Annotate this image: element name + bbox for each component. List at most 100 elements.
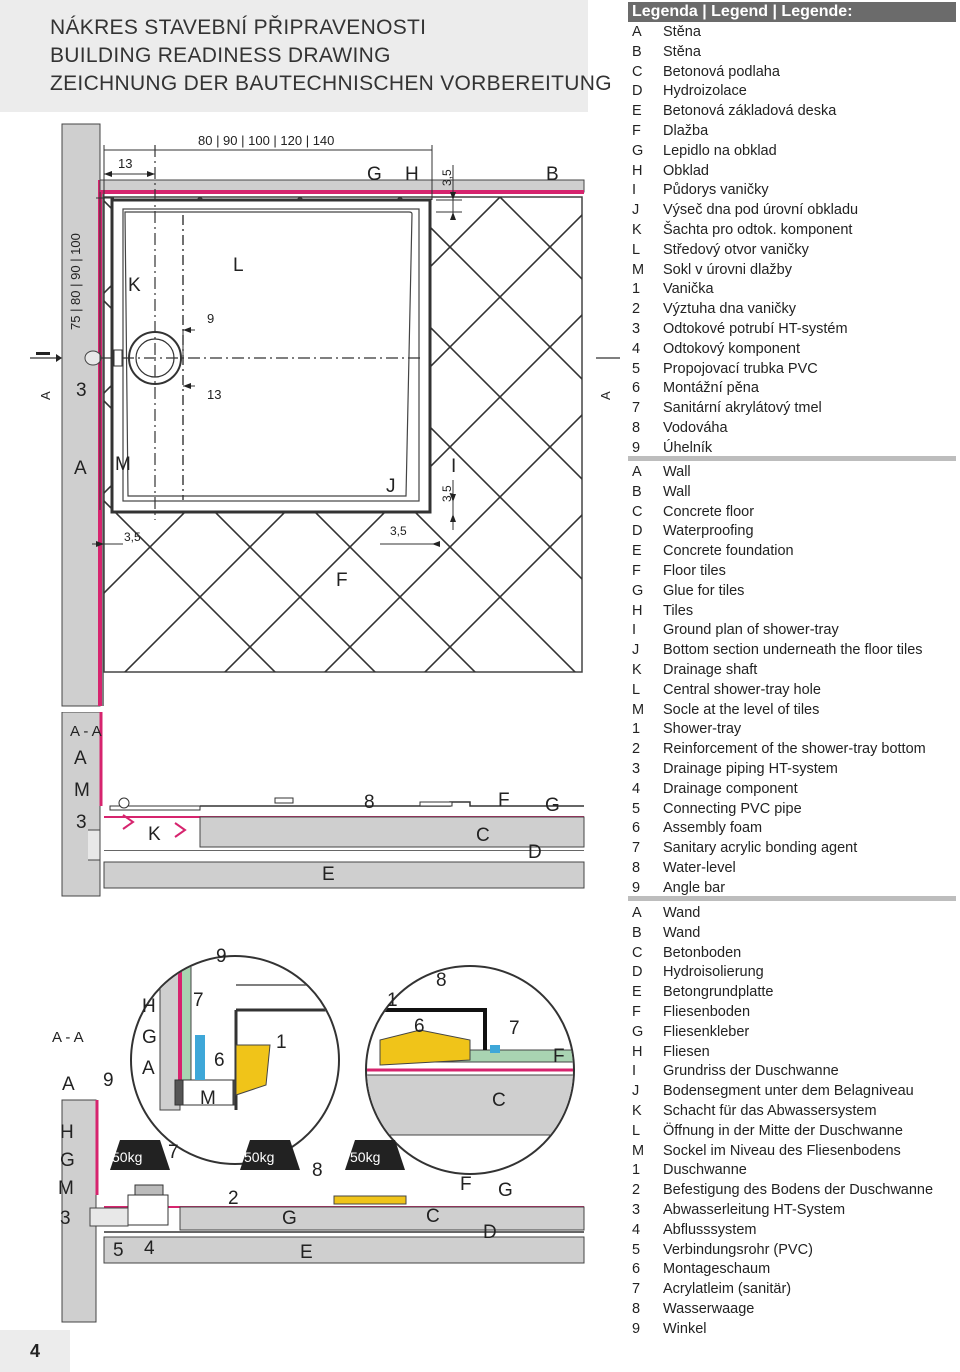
legend-key: L bbox=[632, 241, 641, 258]
legend-key: 6 bbox=[632, 380, 641, 397]
legend-key: J bbox=[632, 202, 640, 219]
legend-key: L bbox=[632, 1122, 641, 1139]
legend-key: D bbox=[632, 83, 643, 100]
section1-wall bbox=[61, 712, 101, 897]
legend-key: 7 bbox=[632, 1281, 641, 1298]
legend-value: Abflusssystem bbox=[663, 1221, 757, 1238]
section1-label-3: 3 bbox=[76, 812, 87, 833]
dim-3-5-d: 3,5 bbox=[390, 524, 407, 538]
legend-key: 2 bbox=[632, 301, 641, 318]
legend-value: Glue for tiles bbox=[663, 582, 745, 599]
section1-label-8: 8 bbox=[364, 792, 375, 813]
detail-label-G: G bbox=[142, 1027, 157, 1048]
legend-value: Montážní pěna bbox=[663, 380, 759, 397]
legend-value: Hydroizolace bbox=[663, 83, 747, 100]
weight-left: 50kg bbox=[112, 1149, 142, 1165]
legend-key: A bbox=[632, 464, 642, 480]
legend-value: Wall bbox=[663, 464, 691, 480]
legend-key: 5 bbox=[632, 800, 641, 817]
legend-key: 6 bbox=[632, 820, 641, 837]
section2-label-D: D bbox=[483, 1222, 497, 1243]
legend-value: Odtokový komponent bbox=[663, 340, 801, 357]
detail2-label-C: C bbox=[492, 1090, 506, 1111]
legend-value: Acrylatleim (sanitär) bbox=[663, 1281, 792, 1298]
section2-label-4: 4 bbox=[144, 1238, 155, 1259]
legend-key: H bbox=[632, 162, 643, 179]
legend-key: D bbox=[632, 523, 643, 540]
section2-label-8-bottom: 8 bbox=[312, 1160, 323, 1181]
plan-label-F: F bbox=[336, 570, 348, 591]
legend-key: G bbox=[632, 142, 644, 159]
detail2-label-F: F bbox=[553, 1046, 565, 1067]
legend-key: 9 bbox=[632, 1320, 641, 1337]
legend-key: 8 bbox=[632, 419, 641, 436]
detail-label-A: A bbox=[142, 1058, 155, 1079]
detail2-label-1: 1 bbox=[387, 990, 398, 1011]
legend-key: A bbox=[632, 905, 642, 921]
legend-value: Öffnung in der Mitte der Duschwanne bbox=[663, 1122, 903, 1139]
legend-key: M bbox=[632, 701, 645, 718]
legend-divider bbox=[628, 456, 956, 461]
legend-key: A bbox=[632, 24, 642, 40]
legend-value: Winkel bbox=[663, 1320, 707, 1337]
legend-key: G bbox=[632, 1023, 644, 1040]
legend-key: H bbox=[632, 1043, 643, 1060]
legend-value: Fliesen bbox=[663, 1043, 710, 1060]
legend-divider bbox=[628, 896, 956, 901]
weight-mid: 50kg bbox=[244, 1149, 274, 1165]
legend-key: 2 bbox=[632, 741, 641, 758]
legend-value: Sanitary acrylic bonding agent bbox=[663, 840, 858, 857]
detail2-label-8: 8 bbox=[436, 970, 447, 991]
legend-value: Verbindungsrohr (PVC) bbox=[663, 1241, 813, 1258]
legend-value: Reinforcement of the shower-tray bottom bbox=[663, 741, 926, 758]
section1-label-F: F bbox=[498, 790, 510, 811]
legend-value: Duschwanne bbox=[663, 1162, 747, 1179]
legend-value: Propojovací trubka PVC bbox=[663, 360, 818, 377]
legend-value: Šachta pro odtok. komponent bbox=[663, 221, 853, 238]
detail-label-6: 6 bbox=[214, 1050, 225, 1071]
legend-value: Befestigung des Bodens der Duschwanne bbox=[663, 1182, 934, 1199]
legend-item: H Fliesen bbox=[632, 1043, 956, 1063]
plan-label-B: B bbox=[546, 164, 559, 185]
section2-label-A: A bbox=[62, 1074, 75, 1095]
legend-item: 5 Verbindungsrohr (PVC) bbox=[632, 1241, 956, 1261]
legend-key: F bbox=[632, 122, 641, 139]
legend-key: 3 bbox=[632, 320, 641, 337]
legend-key: 5 bbox=[632, 1241, 641, 1258]
legend-key: K bbox=[632, 661, 642, 678]
section2-label-F-bottom: F bbox=[460, 1174, 472, 1195]
legend-item: L Öffnung in der Mitte der Duschwanne bbox=[632, 1122, 956, 1142]
legend-value: Stěna bbox=[663, 43, 701, 60]
section-2-drawing: 50kg 50kg 50kg A - A A 9 H G M 3 5 4 7 2… bbox=[52, 946, 585, 1323]
title-block: NÁKRES STAVEBNÍ PŘIPRAVENOSTI BUILDING R… bbox=[0, 0, 612, 112]
dim-3-5-a: 3,5 bbox=[440, 169, 454, 186]
legend-key: G bbox=[632, 582, 644, 599]
legend-key: J bbox=[632, 1083, 640, 1100]
legend-value: Montageschaum bbox=[663, 1261, 771, 1278]
section1-title: A - A bbox=[70, 723, 102, 740]
legend-key: M bbox=[632, 1142, 645, 1159]
legend-value: Dlažba bbox=[663, 122, 709, 139]
plan-depths-label: 75 | 80 | 90 | 100 bbox=[68, 233, 83, 330]
legend-key: L bbox=[632, 681, 641, 698]
legend-key: 4 bbox=[632, 1221, 641, 1238]
